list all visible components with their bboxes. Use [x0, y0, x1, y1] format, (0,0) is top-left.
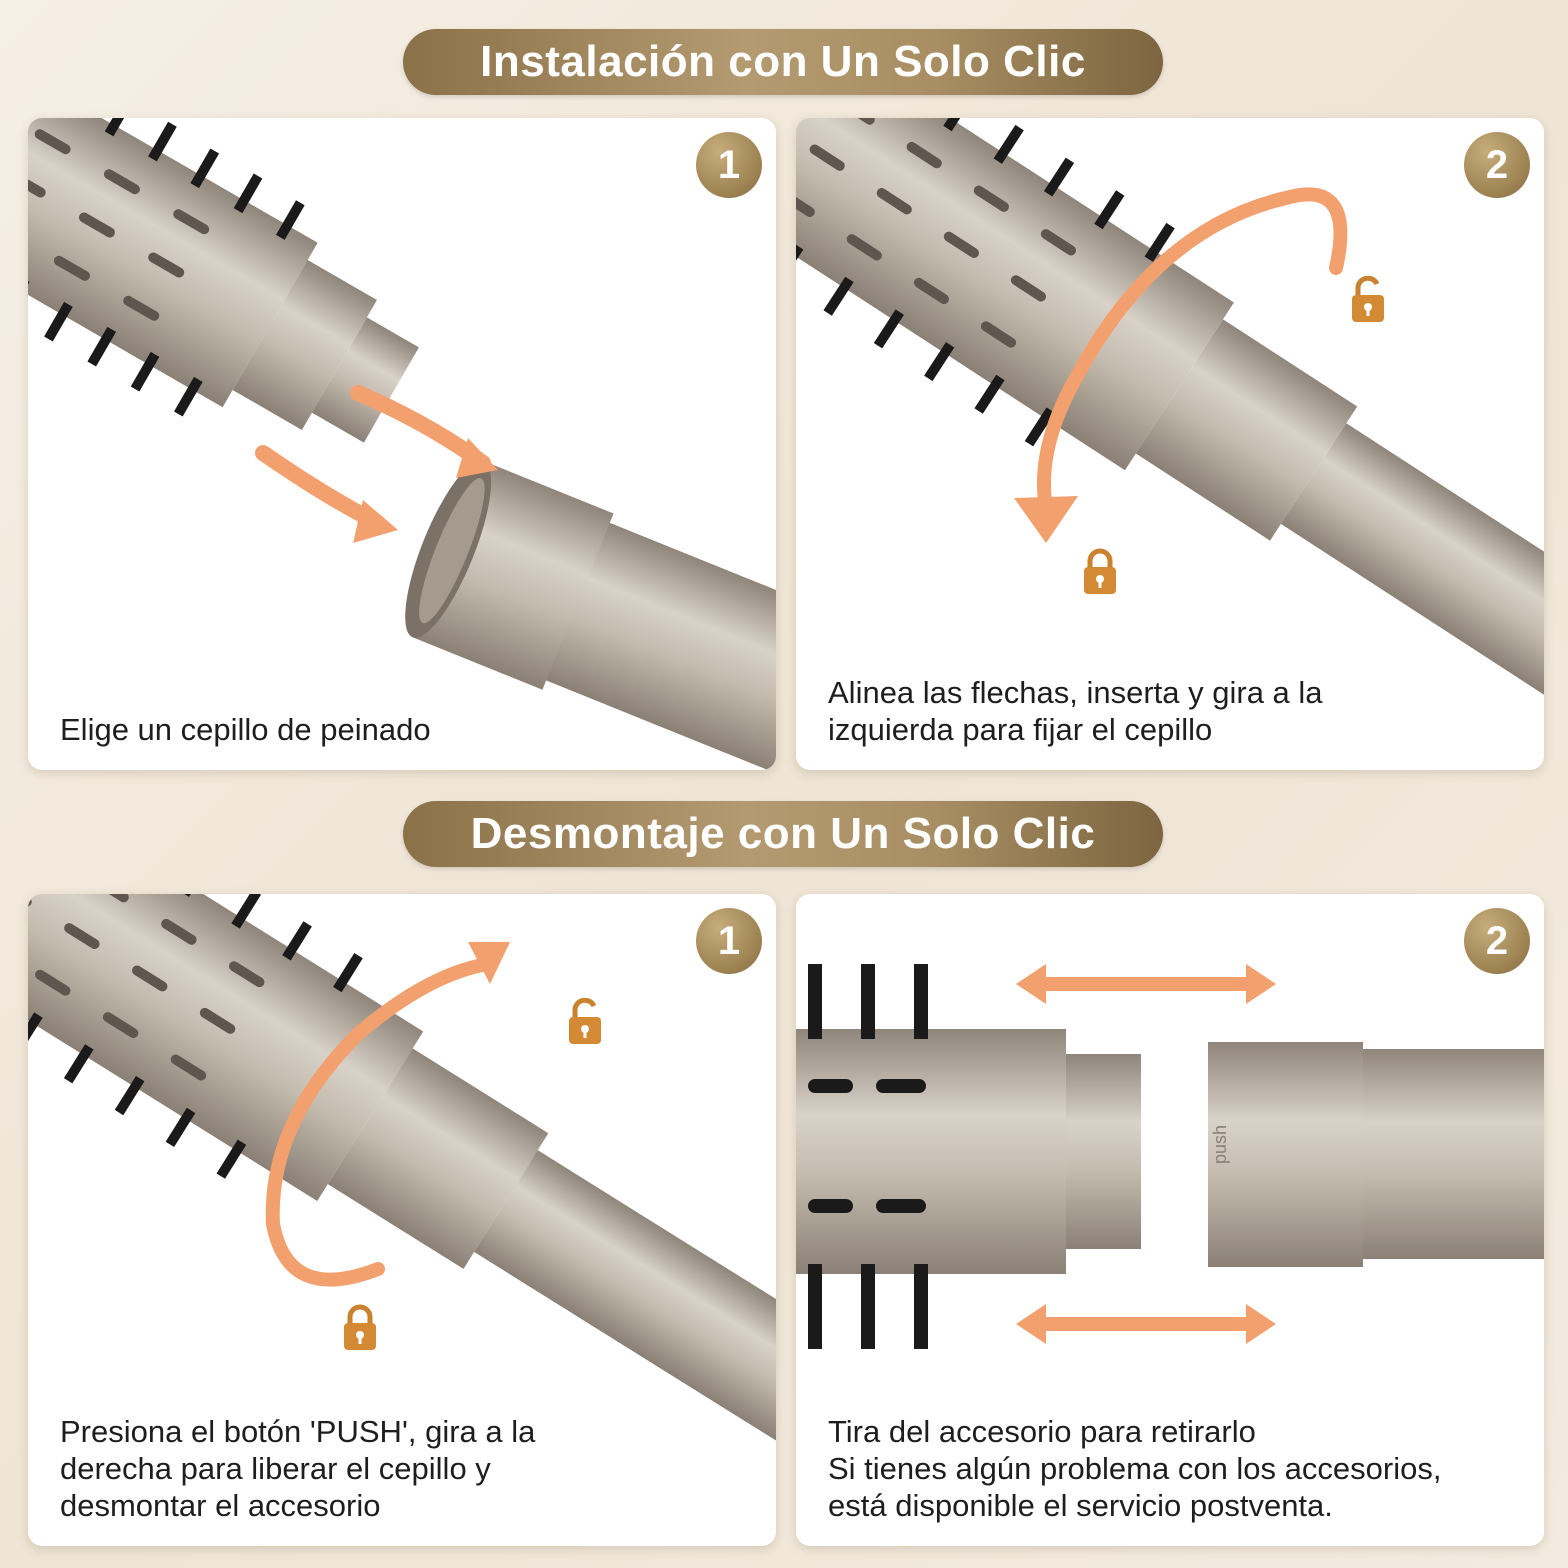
install-title: Instalación con Un Solo Clic	[480, 37, 1086, 86]
step-number-badge: 2	[1464, 908, 1530, 974]
brush-detach-illustration: push	[796, 964, 1544, 1349]
lock-icon	[1084, 551, 1116, 594]
step-number-badge: 1	[696, 908, 762, 974]
removal-step-2-caption: Tira del accesorio para retirarlo Si tie…	[828, 1414, 1442, 1523]
step-number-badge: 1	[696, 132, 762, 198]
install-step-1-caption: Elige un cepillo de peinado	[60, 712, 431, 747]
unlock-icon	[569, 1000, 601, 1044]
lock-icon	[344, 1307, 376, 1350]
install-title-banner: Instalación con Un Solo Clic	[403, 29, 1163, 95]
unlock-icon	[1352, 278, 1384, 322]
install-step-2-card: 2 Alinea las flechas, inserta y gira a l…	[796, 118, 1544, 770]
brush-lock-illustration	[796, 118, 1544, 742]
brush-unlock-illustration	[28, 894, 776, 1475]
removal-step-2-card: push 2 Tira del accesorio para retirarlo…	[796, 894, 1544, 1546]
removal-step-1-card: 1 Presiona el botón 'PUSH', gira a la de…	[28, 894, 776, 1546]
step-number-badge: 2	[1464, 132, 1530, 198]
install-step-2-caption: Alinea las flechas, inserta y gira a la …	[828, 675, 1323, 747]
brush-attach-illustration	[28, 118, 776, 770]
removal-step-1-caption: Presiona el botón 'PUSH', gira a la dere…	[60, 1414, 536, 1523]
install-step-1-card: 1 Elige un cepillo de peinado	[28, 118, 776, 770]
removal-title-banner: Desmontaje con Un Solo Clic	[403, 801, 1163, 867]
removal-title: Desmontaje con Un Solo Clic	[470, 809, 1096, 858]
svg-text:push: push	[1210, 1125, 1230, 1164]
